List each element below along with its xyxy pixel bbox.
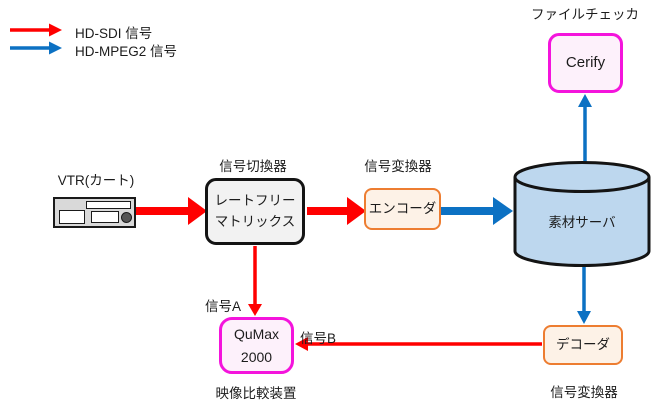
arrow-server-to-cerify <box>578 94 592 166</box>
vtr-display-bar <box>86 201 131 209</box>
vtr-label: VTR(カート) <box>57 173 135 188</box>
vtr-panel <box>91 211 119 223</box>
arrow-matrix-to-qumax <box>248 246 262 316</box>
encoder-caption: 信号変換器 <box>364 159 432 174</box>
server-label: 素材サーバ <box>548 215 616 230</box>
cerify-label: Cerify <box>565 54 606 72</box>
decoder-node: デコーダ <box>543 325 623 365</box>
qumax-label-line2: 2000 <box>240 348 273 365</box>
qumax-caption: 映像比較装置 <box>215 386 297 401</box>
arrow-server-to-decoder <box>577 266 591 324</box>
server-cylinder-icon <box>513 161 651 267</box>
arrow-encoder-to-server <box>441 197 513 225</box>
vtr-device-icon <box>53 197 136 228</box>
arrow-decoder-to-qumax <box>295 337 542 351</box>
signal-b-label: 信号B <box>300 331 337 346</box>
cerify-caption: ファイルチェッカ <box>531 7 639 22</box>
legend-hd-sdi-arrow-icon <box>10 23 62 37</box>
legend-label-hd-sdi: HD-SDI 信号 <box>75 26 153 41</box>
arrow-matrix-to-encoder <box>307 197 366 225</box>
qumax-label-line1: QuMax <box>233 326 280 343</box>
encoder-label: エンコーダ <box>368 200 437 216</box>
legend-label-hd-mpeg2: HD-MPEG2 信号 <box>75 44 178 59</box>
decoder-caption: 信号変換器 <box>550 385 618 400</box>
vtr-knob <box>121 212 132 223</box>
arrow-vtr-to-matrix <box>136 197 207 225</box>
signal-a-label: 信号A <box>205 299 242 314</box>
decoder-label: デコーダ <box>556 336 610 352</box>
qumax-node: QuMax 2000 <box>219 317 294 374</box>
matrix-node: レートフリー マトリックス <box>205 178 305 245</box>
legend-hd-mpeg2-arrow-icon <box>10 41 62 55</box>
matrix-caption: 信号切換器 <box>219 159 287 174</box>
vtr-cassette-slot <box>59 210 85 224</box>
server-node: 素材サーバ <box>512 160 652 268</box>
matrix-label-line2: マトリックス <box>214 213 296 229</box>
encoder-node: エンコーダ <box>364 188 441 230</box>
matrix-label-line1: レートフリー <box>214 192 296 208</box>
cerify-node: Cerify <box>548 33 623 93</box>
